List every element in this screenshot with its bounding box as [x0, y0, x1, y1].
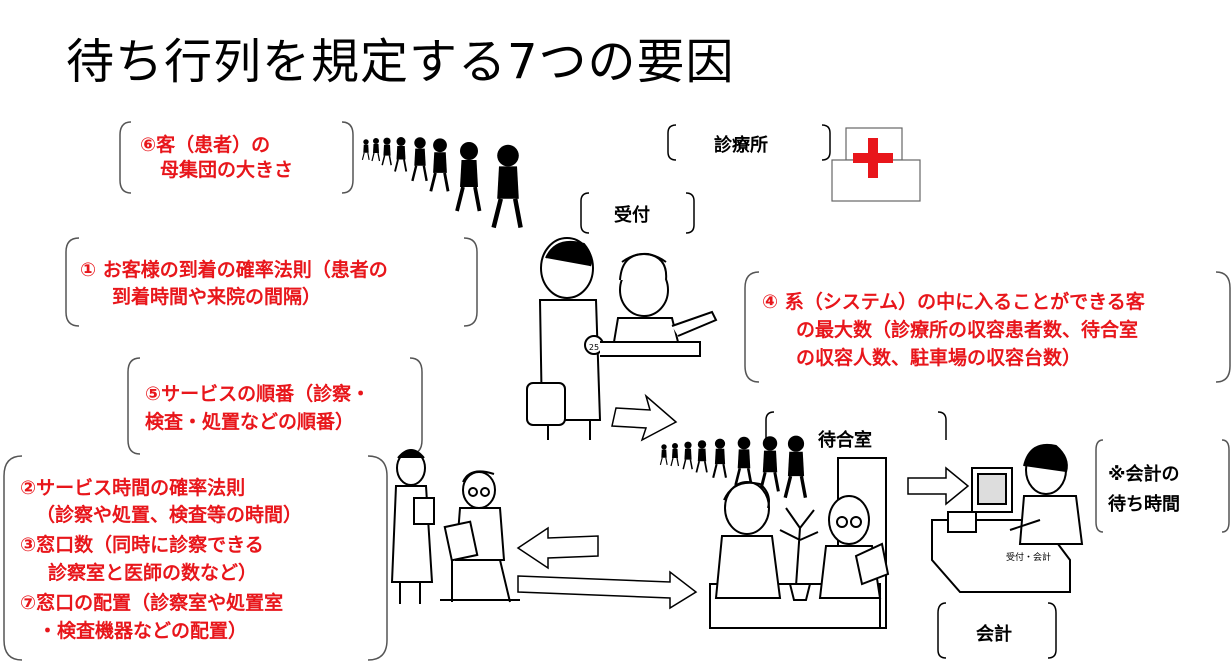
factor-4-line1: ④ 系（システム）の中に入ることができる客 [762, 291, 1145, 313]
counter-sign: 受付・会計 [1006, 551, 1051, 563]
frame-clinic-right [821, 124, 831, 161]
factor-3-line1: ③窓口数（同時に診察できる [20, 534, 264, 556]
cashier-scene [931, 444, 1084, 593]
patient-queue-upper [361, 136, 520, 228]
frame-factors-2-3-7 [3, 455, 388, 661]
label-waiting-room: 待合室 [818, 430, 872, 451]
frame-cashier-right [1047, 602, 1057, 659]
factor-5-line2: 検査・処置などの順番） [145, 411, 355, 433]
frame-clinic-left [667, 124, 677, 161]
factor-6-line2: 母集団の大きさ [160, 159, 294, 181]
note-line2: 待ち時間 [1108, 494, 1180, 515]
frame-factor-1 [65, 237, 478, 327]
factor-4-line3: の収容人数、駐車場の収容台数） [796, 347, 1082, 369]
frame-factor-6 [119, 121, 354, 194]
frame-cashier-left [937, 602, 947, 659]
frame-note [1095, 439, 1230, 533]
frame-factor-4 [744, 271, 1231, 383]
label-clinic: 診療所 [714, 135, 768, 156]
factor-7-line1: ⑦窓口の配置（診察室や処置室 [20, 592, 284, 614]
frame-reception-left [580, 192, 590, 234]
factor-4-line2: の最大数（診療所の収容患者数、待合室 [796, 319, 1139, 341]
page-title: 待ち行列を規定する7つの要因 [66, 34, 735, 90]
waiting-room-scene [709, 457, 890, 629]
arrow-to-cashier-icon [907, 466, 970, 506]
note-line1: ※会計の [1108, 464, 1180, 485]
factor-6-line1: ⑥客（患者）の [140, 134, 271, 156]
frame-waiting-right [937, 411, 947, 440]
doctor-nurse-scene [390, 449, 520, 604]
factor-5-line1: ⑤サービスの順番（診察・ [145, 383, 371, 405]
label-cashier: 会計 [976, 624, 1012, 645]
factor-1-line1: ① お客様の到着の確率法則（患者の [80, 259, 388, 281]
factor-2-line2: （診察や処置、検査等の時間） [36, 504, 303, 526]
reception-scene [526, 237, 718, 440]
frame-waiting-left [765, 411, 775, 440]
arrow-from-doctor-icon [517, 570, 698, 610]
factor-1-line2: 到着時間や来院の間隔） [112, 286, 322, 308]
factor-7-line2: ・検査機器などの配置） [38, 620, 248, 642]
arrow-to-doctor-icon [516, 526, 599, 570]
frame-reception-right [685, 192, 695, 234]
number-badge: 25 [589, 343, 599, 352]
factor-3-line2: 診察室と医師の数など） [48, 562, 258, 584]
clinic-cross-icon [831, 127, 921, 202]
label-reception: 受付 [614, 205, 650, 226]
arrow-to-waiting-icon [611, 393, 678, 442]
factor-2-line1: ②サービス時間の確率法則 [20, 477, 246, 499]
